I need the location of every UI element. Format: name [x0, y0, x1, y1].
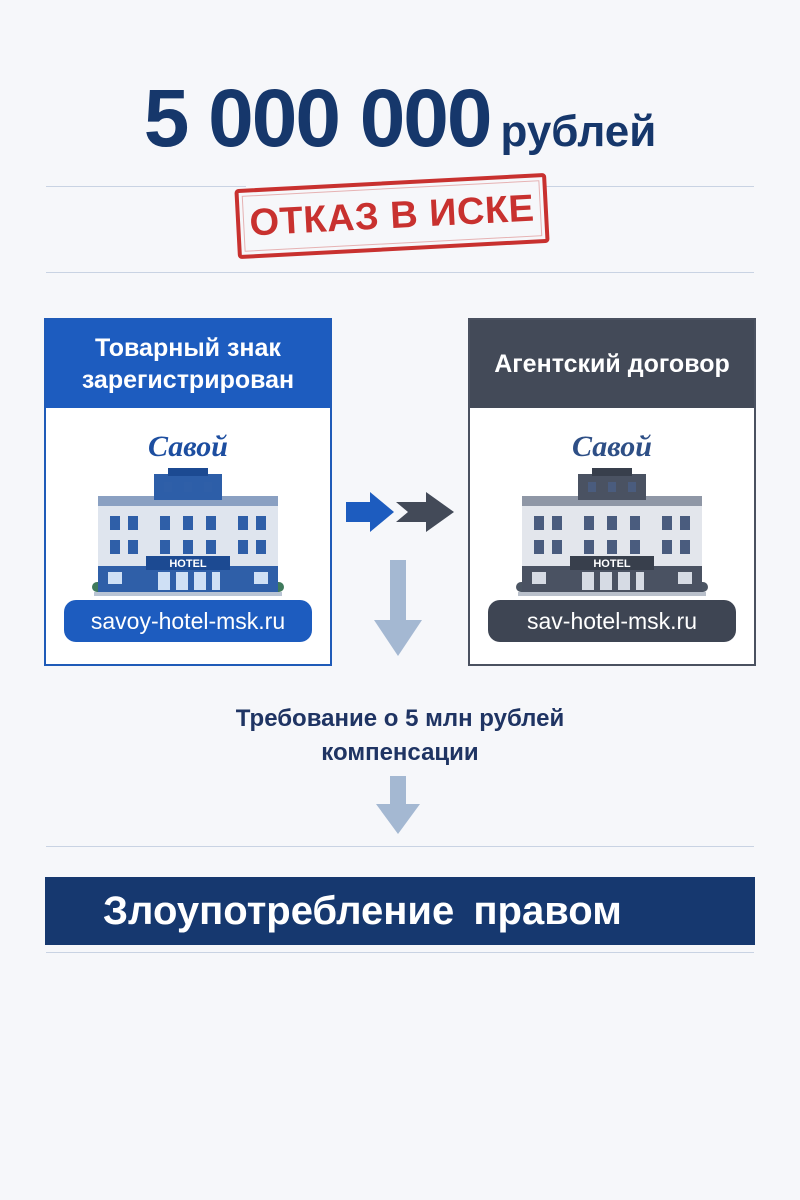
rejection-stamp: ОТКАЗ В ИСКЕ [234, 172, 550, 260]
conclusion-banner-text: Злоупотребление правом [103, 888, 622, 933]
conclusion-banner: Злоупотребление правом [45, 877, 755, 945]
headline-amount: 5 000 000 [143, 73, 493, 164]
agency-card: Агентский договор Савой HOTEL sav-hotel-… [468, 318, 756, 666]
headline-unit: рублей [500, 107, 657, 156]
hotel-building-icon: HOTEL [516, 468, 708, 596]
hotel-building-icon: HOTEL [92, 468, 284, 596]
down-arrow-icon [374, 560, 422, 656]
hotel-sign-text: HOTEL [593, 558, 631, 570]
agency-card-title: Агентский договор [470, 320, 754, 408]
trademark-card: Товарный знак зарегистрирован Савой HOTE… [44, 318, 332, 666]
divider-below-stamp [46, 272, 754, 273]
trademark-card-brand: Савой [148, 430, 228, 463]
divider-below-banner [46, 952, 754, 953]
claim-text: Требование о 5 млн рублей компенсации [200, 702, 600, 770]
agency-card-brand: Савой [572, 430, 652, 463]
trademark-card-title: Товарный знак зарегистрирован [46, 320, 330, 408]
claim-line-1: Требование о 5 млн рублей [235, 705, 565, 732]
down-arrow-icon [376, 776, 420, 834]
hotel-sign-text: HOTEL [169, 558, 207, 570]
divider-above-banner [46, 846, 754, 847]
divider-top-left [46, 186, 246, 187]
rejection-stamp-text: ОТКАЗ В ИСКЕ [248, 187, 536, 244]
divider-top-right [546, 186, 754, 187]
agency-domain: sav-hotel-msk.ru [488, 600, 736, 642]
claim-line-2: компенсации [321, 739, 479, 766]
transfer-arrows-icon [346, 492, 454, 532]
trademark-domain: savoy-hotel-msk.ru [64, 600, 312, 642]
